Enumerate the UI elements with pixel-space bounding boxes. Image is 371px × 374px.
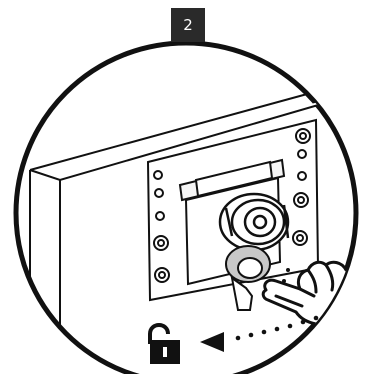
lock-cylinder — [220, 194, 288, 250]
key-icon — [226, 246, 270, 310]
left-arrow-icon — [200, 332, 224, 352]
step-number-badge: 2 — [171, 8, 205, 42]
unlocked-padlock-icon — [150, 325, 180, 364]
